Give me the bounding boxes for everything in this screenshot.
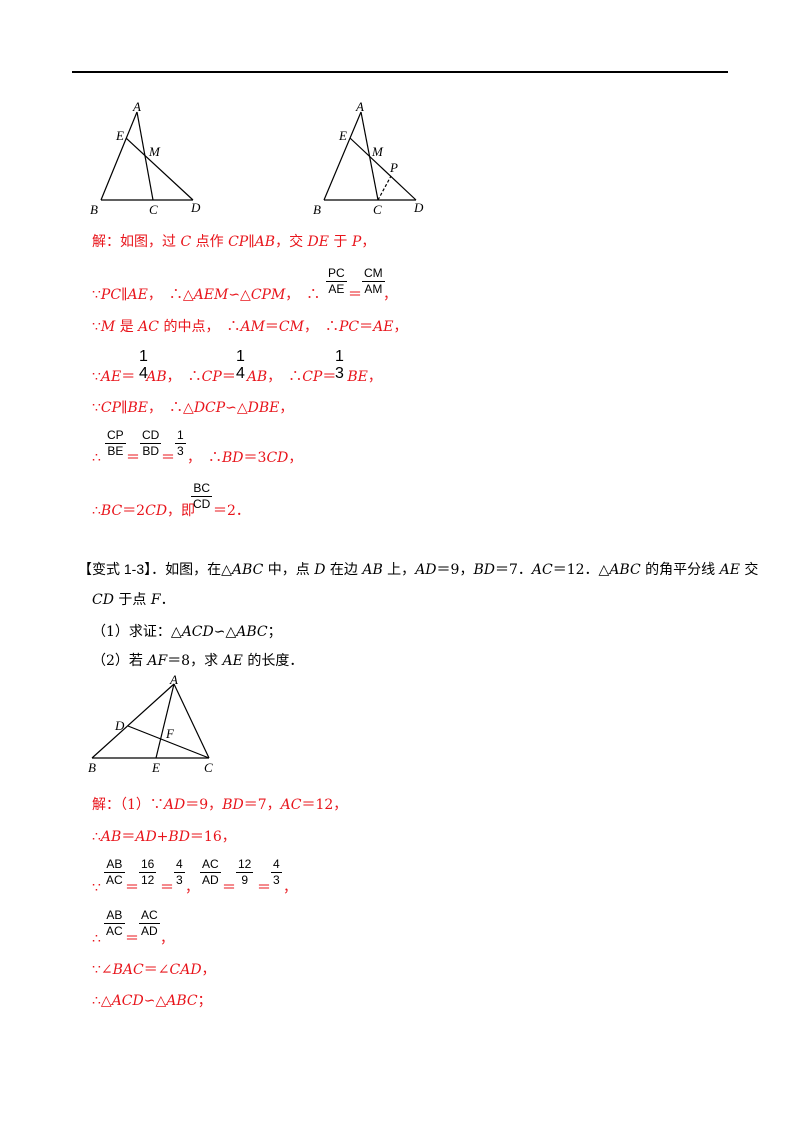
equals: ＝ — [257, 880, 271, 896]
equals: ＝ — [125, 931, 139, 947]
sol1-line3: ∵M 是 AC 的中点， ∴AM＝CM， ∴PC＝AE， — [92, 319, 408, 335]
comma: ， — [283, 880, 297, 896]
label-C: C — [373, 202, 382, 217]
label-E: E — [115, 128, 124, 143]
equals: ＝ — [125, 880, 139, 896]
sol2-line2: ∴AB＝AD+BD＝16， — [92, 829, 236, 845]
sol1-line4: ∵AE＝AB， ∴CP＝AB， ∴CP＝BE， — [92, 369, 382, 385]
problem-line1: 【变式 1-3】．如图，在△ABC 中，点 D 在边 AB 上，AD＝9，BD＝… — [78, 561, 759, 578]
label-D: D — [114, 718, 125, 733]
equals: ＝ — [222, 880, 236, 896]
comma: ， — [383, 287, 397, 303]
label-A: A — [355, 100, 364, 114]
label-F: F — [165, 726, 175, 741]
equals: ＝ — [348, 287, 362, 303]
label-B: B — [313, 202, 321, 217]
question-2: （2）若 AF＝8，求 AE 的长度． — [92, 653, 304, 669]
label-P: P — [389, 160, 398, 175]
label-B: B — [90, 202, 98, 217]
header-rule — [72, 71, 728, 73]
sol1-line1: 解：如图，过 C 点作 CP∥AB，交 DE 于 P， — [92, 234, 376, 250]
therefore: ∴ — [92, 450, 101, 466]
comma: ， — [185, 880, 199, 896]
sol2-line5: ∵∠BAC＝∠CAD， — [92, 962, 216, 978]
because: ∵ — [92, 880, 101, 896]
label-B: B — [88, 760, 96, 775]
label-M: M — [148, 144, 161, 159]
label-D: D — [190, 200, 201, 215]
sol2-line6: ∴△ACD∽△ABC； — [92, 993, 212, 1009]
equals: ＝ — [160, 880, 174, 896]
label-A: A — [132, 100, 141, 114]
comma: ， — [160, 931, 174, 947]
label-E: E — [338, 128, 347, 143]
problem-line2: CD 于点 F． — [92, 592, 175, 608]
label-M: M — [371, 144, 384, 159]
problem-title: 【变式 1-3】 — [78, 561, 152, 577]
equals: ＝ — [126, 450, 140, 466]
label-D: D — [413, 200, 424, 215]
sol1-line7: ∴BC＝2CD，即 — [92, 503, 196, 519]
sol2-line1: 解：（1）∵AD＝9，BD＝7，AC＝12， — [92, 797, 348, 813]
label-C: C — [149, 202, 158, 217]
therefore: ∴ — [92, 931, 101, 947]
label-A: A — [169, 672, 178, 687]
question-1: （1）求证：△ACD∽△ABC； — [92, 624, 282, 640]
figure-3: A D F B E C — [82, 672, 222, 786]
sol1-line2: ∵PC∥AE， ∴△AEM∽△CPM， ∴ — [92, 287, 321, 303]
equals-2: ＝2． — [213, 503, 250, 519]
figure-1: A E M B C D — [85, 99, 215, 226]
label-E: E — [151, 760, 160, 775]
figure-2: A E M P B C D — [308, 99, 438, 226]
sol1-line6-tail: ， ∴BD＝3CD， — [187, 450, 303, 466]
equals: ＝ — [161, 450, 175, 466]
sol1-line5: ∵CP∥BE， ∴△DCP∽△DBE， — [92, 400, 294, 416]
label-C: C — [204, 760, 213, 775]
